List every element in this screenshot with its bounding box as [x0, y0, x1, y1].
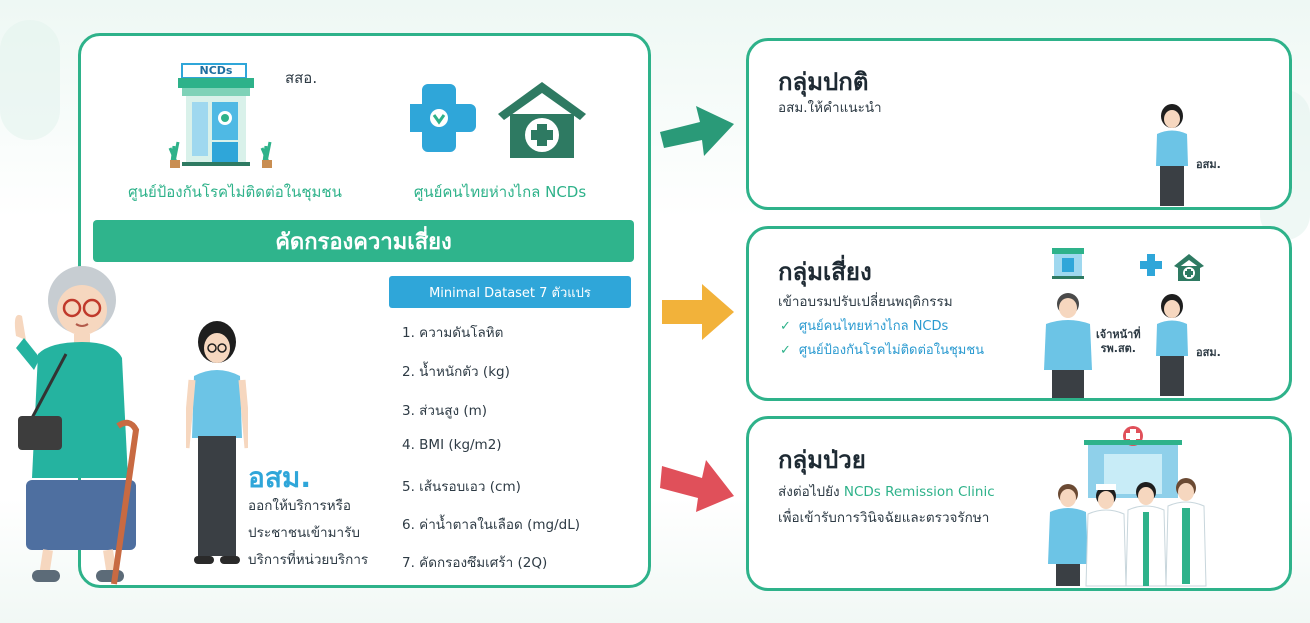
staff-label: เจ้าหน้าที่รพ.สต.: [1096, 328, 1141, 355]
clinic-name: NCDs Remission Clinic: [843, 484, 995, 500]
hospital-medical-team-illustration: [1048, 426, 1207, 587]
health-officer-illustration: [1044, 293, 1092, 398]
ssao-label: สสอ.: [285, 69, 318, 87]
dataset-header: Minimal Dataset 7 ตัวแปร: [389, 276, 631, 308]
risk-check-item: ✓ศูนย์คนไทยห่างไกล NCDs: [780, 319, 949, 334]
elderly-woman-illustration: [14, 266, 140, 585]
risk-group-title: กลุ่มเสี่ยง: [778, 258, 872, 286]
arrow-to-normal-icon: [660, 106, 734, 156]
risk-group-desc: เข้าอบรมปรับเปลี่ยนพฤติกรรม: [778, 294, 953, 310]
risk-osm-person-illustration: [1156, 294, 1188, 396]
osm-volunteer-illustration: [186, 321, 248, 564]
ncds-sign: NCDs: [199, 64, 233, 77]
dataset-item: 1. ความดันโลหิต: [402, 325, 504, 341]
background-shape: [0, 20, 60, 140]
risk-group-box: [746, 226, 1292, 401]
osm-desc-line: ประชาชนเข้ามารับ: [248, 525, 360, 541]
sick-group-desc: ส่งต่อไปยัง NCDs Remission Clinic: [778, 484, 995, 500]
mini-ncds-center-icon: [1052, 248, 1084, 279]
normal-osm-label: อสม.: [1196, 158, 1221, 171]
sick-group-desc2: เพื่อเข้ารับการวินิจฉัยและตรวจรักษา: [778, 510, 990, 526]
osm-desc-line: บริการที่หน่วยบริการ: [248, 552, 369, 568]
arrow-to-risk-icon: [662, 284, 734, 340]
center2-label: ศูนย์คนไทยห่างไกล NCDs: [413, 183, 587, 201]
mini-cross-house-icon: [1140, 254, 1204, 281]
thai-ncds-center-icon: [410, 82, 586, 158]
osm-title: อสม.: [248, 461, 311, 494]
osm-desc-line: ออกให้บริการหรือ: [248, 498, 351, 514]
arrow-to-sick-icon: [660, 460, 734, 512]
ncds-center-building-icon: [168, 63, 272, 168]
dataset-item: 5. เส้นรอบเอว (cm): [402, 479, 521, 495]
sick-group-title: กลุ่มป่วย: [778, 446, 866, 474]
dataset-item: 4. BMI (kg/m2): [402, 437, 502, 453]
screening-banner: คัดกรองความเสี่ยง: [93, 220, 634, 262]
risk-osm-label: อสม.: [1196, 346, 1221, 359]
dataset-item: 2. น้ำหนักตัว (kg): [402, 364, 510, 380]
center1-label: ศูนย์ป้องกันโรคไม่ติดต่อในชุมชน: [128, 183, 342, 201]
dataset-item: 7. คัดกรองซึมเศร้า (2Q): [402, 555, 548, 571]
normal-group-title: กลุ่มปกติ: [778, 68, 869, 96]
osm-person-illustration: [1156, 104, 1188, 206]
dataset-item: 6. ค่าน้ำตาลในเลือด (mg/dL): [402, 517, 580, 533]
risk-check-item: ✓ศูนย์ป้องกันโรคไม่ติดต่อในชุมชน: [780, 343, 985, 358]
normal-group-box: [746, 38, 1292, 210]
normal-group-desc: อสม.ให้คำแนะนำ: [778, 100, 882, 116]
dataset-item: 3. ส่วนสูง (m): [402, 403, 488, 419]
